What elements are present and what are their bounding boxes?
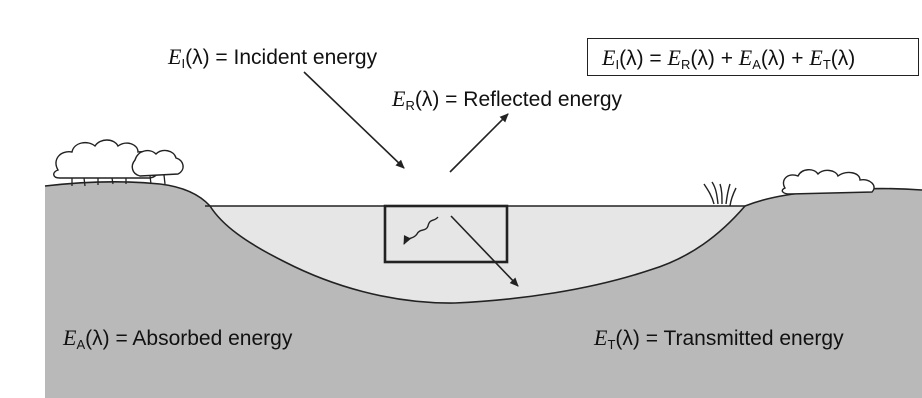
ground-terrain [45, 181, 922, 398]
reeds [703, 181, 737, 207]
transmitted-energy-label: ET(λ) = Transmitted energy [594, 325, 844, 352]
transmitted-arrow [450, 215, 519, 287]
energy-balance-equation: EI(λ) = ER(λ) + EA(λ) + ET(λ) [602, 45, 856, 72]
reflected-arrow [449, 113, 509, 173]
water-column-box [383, 204, 509, 264]
incident-energy-label: EI(λ) = Incident energy [168, 44, 378, 71]
left-shrub-trunks [71, 174, 166, 187]
reflected-energy-label: ER(λ) = Reflected energy [392, 86, 623, 113]
absorbed-energy-label: EA(λ) = Absorbed energy [63, 325, 293, 352]
water-body [205, 206, 745, 304]
right-shrubs [781, 169, 875, 195]
incident-arrow [303, 71, 405, 169]
energy-balance-equation-box: EI(λ) = ER(λ) + EA(λ) + ET(λ) [587, 38, 919, 76]
left-shrubs [53, 139, 184, 179]
absorbed-energy-path [403, 216, 439, 245]
